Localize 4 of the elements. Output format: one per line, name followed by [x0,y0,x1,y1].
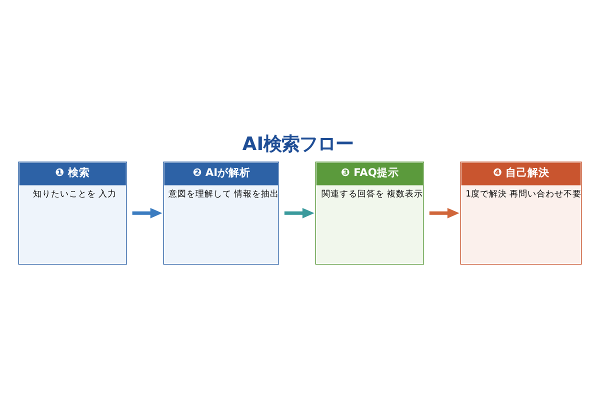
arrow [132,208,162,218]
arrow [284,208,314,218]
arrow [429,208,460,218]
diagram-title: AI検索フロー [242,134,354,155]
